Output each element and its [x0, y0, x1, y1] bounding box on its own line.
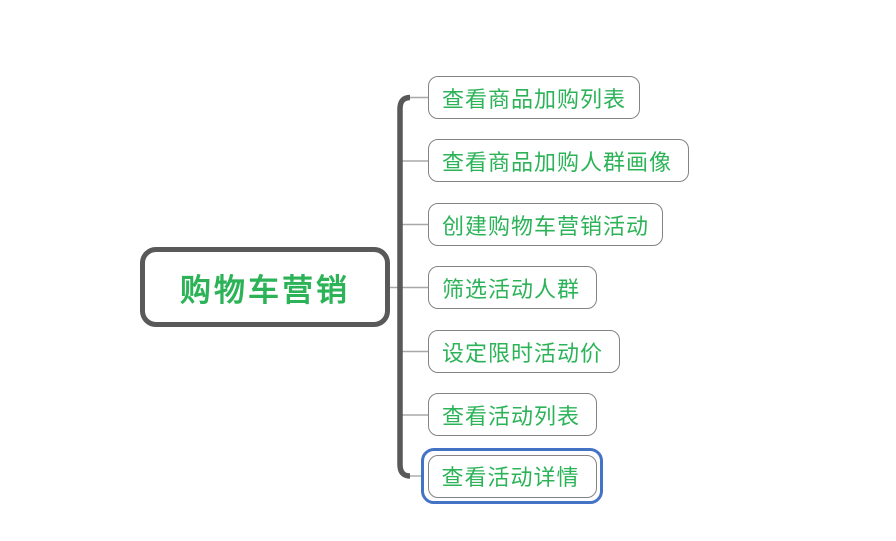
root-node[interactable]: 购物车营销 — [140, 247, 390, 327]
child-node-view-campaign-details[interactable]: 查看活动详情 — [427, 454, 597, 498]
child-node-label: 创建购物车营销活动 — [442, 213, 650, 239]
child-node-label: 筛选活动人群 — [442, 276, 581, 302]
root-node-label: 购物车营销 — [180, 272, 350, 308]
child-node-label: 设定限时活动价 — [442, 340, 604, 366]
child-node-view-add-to-cart-list[interactable]: 查看商品加购列表 — [428, 76, 640, 119]
child-node-label: 查看活动列表 — [442, 403, 581, 429]
child-node-view-campaign-list[interactable]: 查看活动列表 — [428, 393, 597, 436]
branch-spine — [397, 94, 411, 479]
child-node-label: 查看商品加购列表 — [442, 86, 627, 112]
child-node-label: 查看活动详情 — [441, 465, 580, 490]
child-node-create-cart-marketing-campaign[interactable]: 创建购物车营销活动 — [428, 203, 663, 246]
selected-node-ring: 查看活动详情 — [421, 448, 603, 504]
child-node-set-limited-time-price[interactable]: 设定限时活动价 — [428, 330, 620, 373]
child-node-view-add-to-cart-audience-profile[interactable]: 查看商品加购人群画像 — [428, 139, 689, 182]
child-node-filter-campaign-audience[interactable]: 筛选活动人群 — [428, 266, 597, 309]
child-node-label: 查看商品加购人群画像 — [442, 149, 673, 175]
